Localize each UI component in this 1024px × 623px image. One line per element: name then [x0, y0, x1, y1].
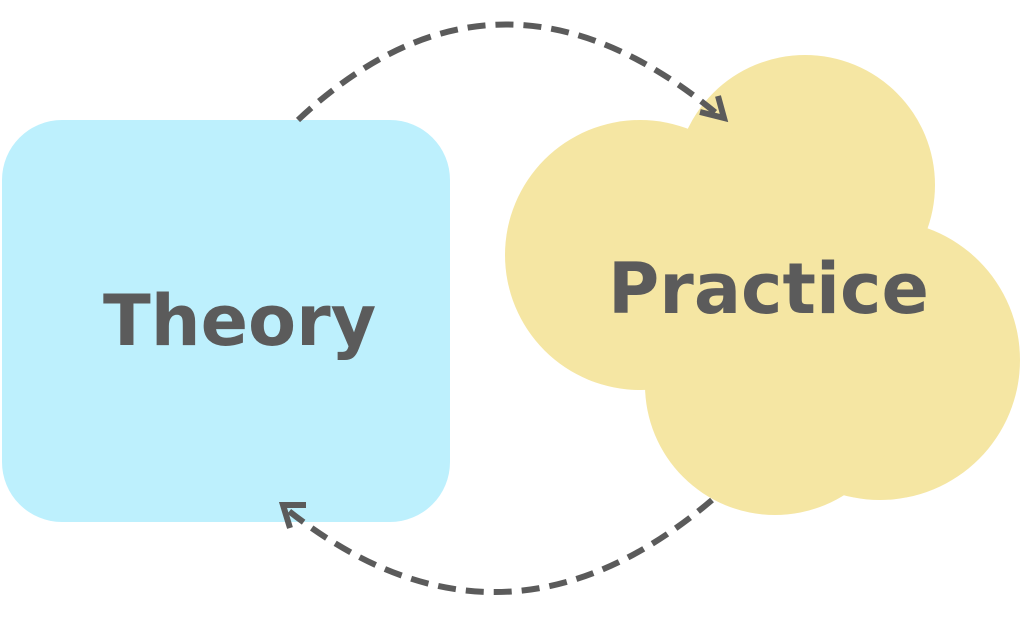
arrow-practice-to-theory: [283, 497, 714, 596]
practice-cloud: [505, 55, 1020, 515]
theory-box: [2, 120, 450, 522]
arrowhead-practice: [699, 95, 729, 123]
arrowhead-theory: [278, 502, 306, 529]
theory-label: Theory: [103, 280, 377, 362]
arrow-theory-to-practice: [295, 21, 724, 123]
practice-label: Practice: [608, 248, 929, 330]
